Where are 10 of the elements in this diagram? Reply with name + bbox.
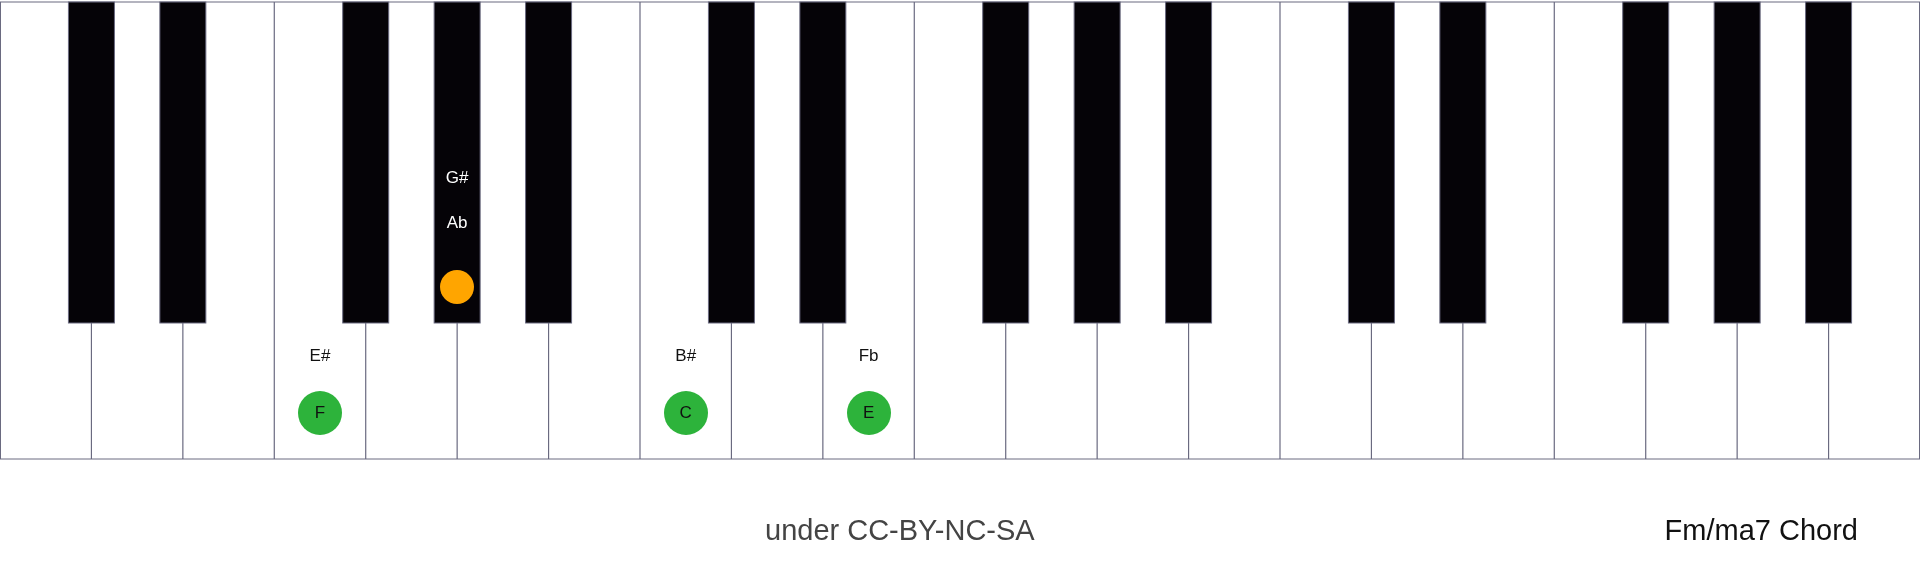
license-text: under CC-BY-NC-SA <box>765 514 1035 547</box>
chord-title: Fm/ma7 Chord <box>1664 514 1858 547</box>
note-label: E# <box>309 346 331 366</box>
note-label: B# <box>675 346 697 366</box>
note-name: C <box>679 403 692 423</box>
note-label: Fb <box>858 346 879 366</box>
note-name: F <box>314 403 326 423</box>
note-name: E <box>862 403 875 423</box>
note-label: Ab <box>446 213 468 233</box>
note-label: G# <box>445 168 469 188</box>
